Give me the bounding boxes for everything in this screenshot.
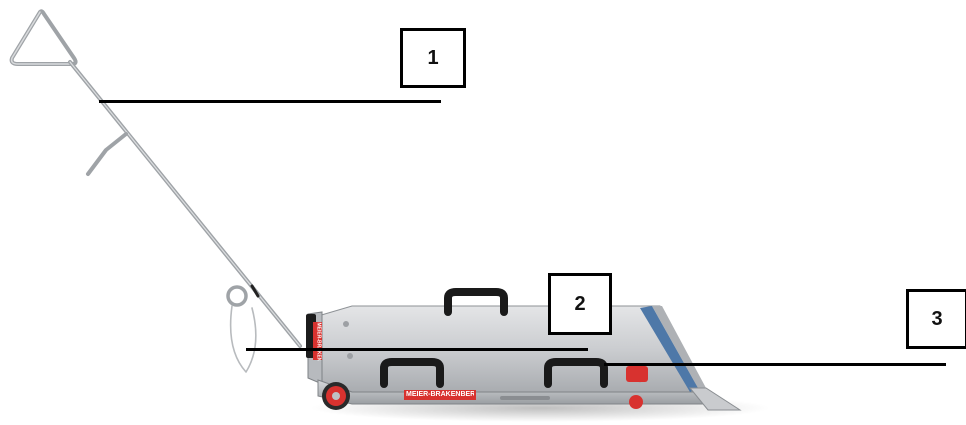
callout-box-1: 1 <box>400 28 466 88</box>
leader-line-1 <box>99 100 441 103</box>
callout-box-3: 3 <box>906 289 966 349</box>
leader-line-3 <box>604 363 946 366</box>
front-brand-text: MEIER-BRAKENBERG <box>314 323 323 361</box>
callout-box-2: 2 <box>548 273 612 335</box>
pull-rod <box>12 11 300 372</box>
side-brand-text: MEIER-BRAKENBERG <box>406 390 474 400</box>
trolley-body <box>306 306 740 410</box>
leader-line-2 <box>246 348 588 351</box>
